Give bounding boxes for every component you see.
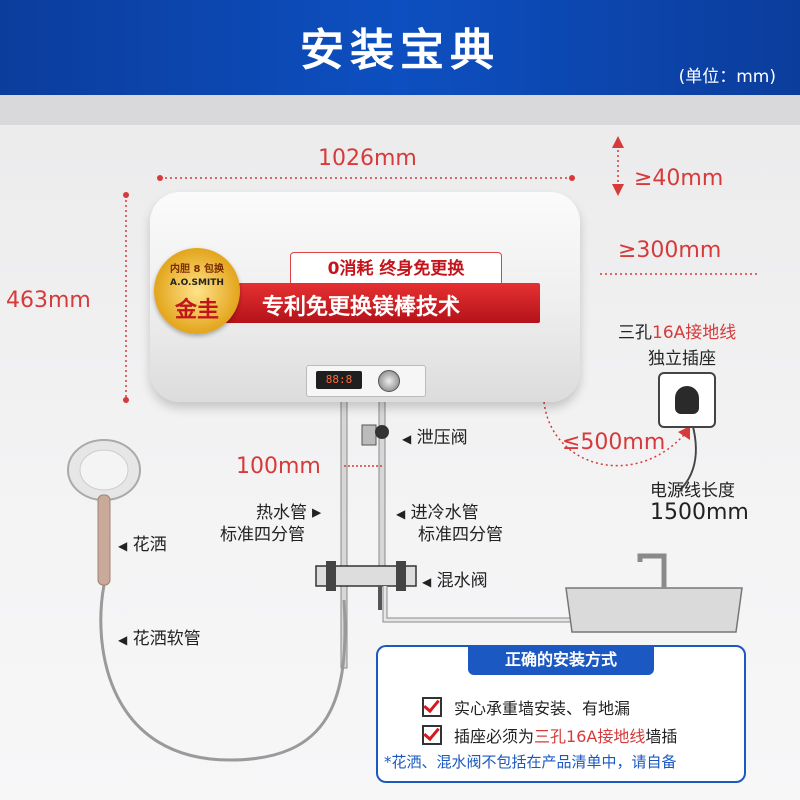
mixer-valve-label: ◀ 混水阀 [422,571,488,591]
hot-pipe-label-1: 热水管 ◀ [256,503,322,523]
hot-pipe-label-2: 标准四分管 [220,525,305,545]
shower-label: ◀ 花洒 [118,535,167,555]
arrow-left-icon: ◀ [402,432,412,446]
notice-footnote: *花洒、混水阀不包括在产品清单中，请自备 [384,753,677,771]
width-dimension: 1026mm [318,146,417,171]
socket-hole-icon [675,386,699,414]
seal-name: 金圭 [174,298,219,323]
gold-seal: 内胆 8 包换 A.O.SMITH 金圭 [154,248,240,334]
ceiling [0,95,800,125]
socket-label-line2: 独立插座 [648,349,716,369]
hose-label: ◀ 花洒软管 [118,629,201,649]
socket-distance: ≤500mm [562,430,666,455]
cord-length-value: 1500mm [650,500,749,525]
page-title: 安装宝典 [300,25,500,76]
side-clearance: ≥300mm [618,238,722,263]
seal-brand: A.O.SMITH [170,278,224,288]
control-knob [378,370,400,392]
notice-item-2: 插座必须为三孔16A接地线墙插 [454,727,678,746]
banner-text: 专利免更换镁棒技术 [262,295,461,320]
notice-item-1: 实心承重墙安装、有地漏 [454,699,631,718]
unit-label: (单位：mm) [678,67,776,87]
top-clearance: ≥40mm [634,166,724,191]
arrow-left-icon: ◀ [422,575,432,589]
arrow-right-icon: ◀ [312,507,322,521]
pipe-spacing: 100mm [236,454,321,479]
arrow-left-icon: ◀ [118,539,128,553]
arrow-left-icon: ◀ [118,633,128,647]
checkbox-icon [422,725,442,745]
header-bar: 安装宝典 (单位：mm) [0,0,800,95]
cold-pipe-label-1: ◀ 进冷水管 [396,503,479,523]
arrow-left-icon: ◀ [396,507,406,521]
digital-display: 88:8 [316,371,362,389]
slogan: 0消耗 终身免更换 [290,252,502,285]
cord-length-label: 电源线长度 [650,481,735,501]
red-banner [180,283,540,323]
socket-label-line1: 三孔16A接地线 [618,323,737,343]
relief-valve-label: ◀ 泄压阀 [402,428,468,448]
seal-top-text: 内胆 8 包换 [170,264,224,275]
checkbox-icon [422,697,442,717]
notice-box: 正确的安装方式 实心承重墙安装、有地漏 插座必须为三孔16A接地线墙插 *花洒、… [376,645,746,783]
power-socket [658,372,716,428]
height-dimension: 463mm [6,288,91,313]
cold-pipe-label-2: 标准四分管 [418,525,503,545]
notice-title: 正确的安装方式 [468,645,654,675]
